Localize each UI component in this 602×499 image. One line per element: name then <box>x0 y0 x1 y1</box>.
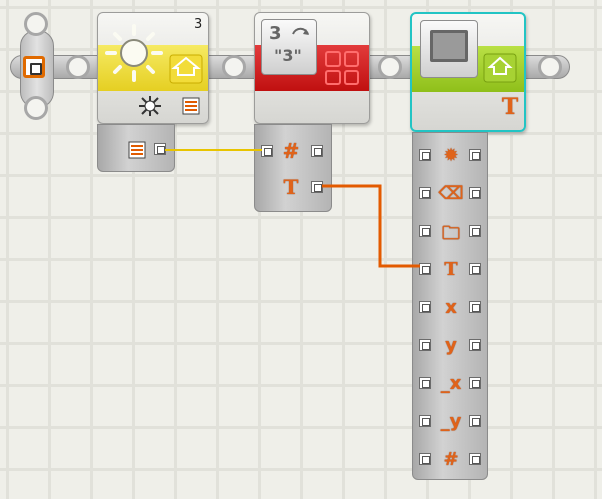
scale-bars-icon <box>182 97 200 115</box>
number-to-text-icon: 3 "3" <box>261 19 317 75</box>
beam-ring <box>66 55 90 79</box>
number-plug-icon: # <box>282 139 300 163</box>
number-to-text-block[interactable]: 3 "3" <box>254 12 370 124</box>
number-plug-in[interactable] <box>419 453 431 465</box>
filename-plug-icon: 🗀 <box>442 223 460 244</box>
end-x-plug-in[interactable] <box>419 377 431 389</box>
text-plug-icon: T <box>444 259 458 280</box>
end-y-plug-in[interactable] <box>419 415 431 427</box>
icon-number: 3 <box>269 23 282 44</box>
number-passthrough-plug[interactable] <box>311 145 323 157</box>
light-burst-icon <box>139 96 161 116</box>
start-ring-bottom <box>24 96 48 120</box>
number-plug-out[interactable] <box>469 453 481 465</box>
export-arrow-icon <box>483 53 517 83</box>
text-data-wire <box>322 184 420 268</box>
text-plug-out[interactable] <box>469 263 481 275</box>
x-plug-out[interactable] <box>469 301 481 313</box>
port-number: 3 <box>194 17 203 32</box>
y-plug-icon: y <box>445 335 457 356</box>
text-plug-in[interactable] <box>419 263 431 275</box>
export-arrow-icon <box>169 54 203 84</box>
scale-value-plug-icon <box>128 141 146 159</box>
sun-icon <box>105 24 163 82</box>
display-block[interactable]: T <box>410 12 526 132</box>
y-plug-in[interactable] <box>419 339 431 351</box>
number-plug-icon: # <box>443 449 459 470</box>
filename-plug-out[interactable] <box>469 225 481 237</box>
y-plug-out[interactable] <box>469 339 481 351</box>
convert-data-hub: # T <box>254 124 332 212</box>
start-point-button[interactable] <box>23 56 45 78</box>
end-y-plug-out[interactable] <box>469 415 481 427</box>
light-output-plug[interactable] <box>154 143 166 155</box>
clear-plug-icon: ⌫ <box>438 183 464 204</box>
grid-icon <box>325 51 359 85</box>
action-plug-out[interactable] <box>469 149 481 161</box>
action-plug-icon: ✹ <box>443 145 459 166</box>
light-sensor-block[interactable]: 3 <box>97 12 209 124</box>
end-y-plug-icon: _y <box>440 411 462 432</box>
beam-ring <box>538 55 562 79</box>
end-x-plug-out[interactable] <box>469 377 481 389</box>
clear-plug-in[interactable] <box>419 187 431 199</box>
icon-text: "3" <box>274 46 302 65</box>
beam-ring <box>378 55 402 79</box>
display-icon <box>420 20 478 78</box>
light-data-hub <box>97 124 175 172</box>
display-mode-text-icon: T <box>501 94 519 120</box>
beam-ring <box>222 55 246 79</box>
text-plug-icon: T <box>283 175 299 199</box>
rotate-arrow-icon <box>292 27 309 35</box>
end-x-plug-icon: _x <box>440 373 462 394</box>
clear-plug-out[interactable] <box>469 187 481 199</box>
start-ring-top <box>24 12 48 36</box>
text-output-plug[interactable] <box>311 181 323 193</box>
filename-plug-in[interactable] <box>419 225 431 237</box>
action-plug-in[interactable] <box>419 149 431 161</box>
x-plug-in[interactable] <box>419 301 431 313</box>
x-plug-icon: x <box>445 297 457 318</box>
